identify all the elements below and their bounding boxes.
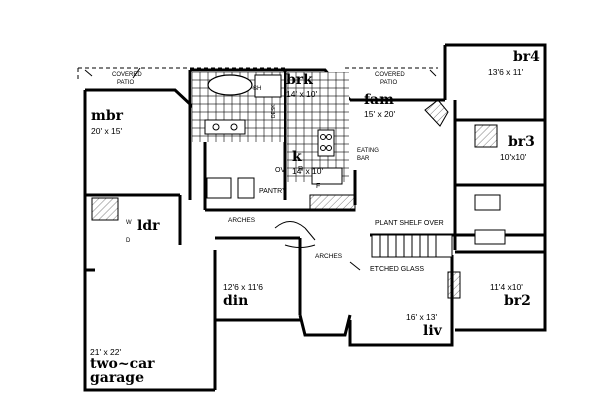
br3-room-name: br3 xyxy=(508,134,535,150)
brk-room-name: brk xyxy=(286,72,313,88)
fridge-label: R xyxy=(298,166,303,173)
liv-room-name: liv xyxy=(423,323,443,339)
garage-name-line1: two~car xyxy=(90,356,155,372)
pantry-counter xyxy=(309,194,356,212)
kitchen-counter xyxy=(311,167,343,185)
text-labels: COVERED PATIO COVERED PATIO SH DESK brk … xyxy=(90,49,540,386)
liv-room-dims: 16' x 13' xyxy=(406,312,438,322)
bath-tub-right xyxy=(474,229,506,245)
br4-room-dims: 13'6 x 11' xyxy=(488,67,524,77)
sink-icon xyxy=(230,123,238,131)
garage-name-line2: garage xyxy=(90,370,144,386)
storage-hatched xyxy=(91,197,119,221)
exterior-walls xyxy=(83,43,547,392)
din-room-dims: 12'6 x 11'6 xyxy=(223,282,263,292)
staircase xyxy=(371,234,453,258)
patio-left-label-1: COVERED xyxy=(112,72,142,78)
desk-label: DESK xyxy=(271,104,277,118)
kitchen-room-dims: 14' x 10' xyxy=(292,166,324,176)
mbr-room-name: mbr xyxy=(91,108,124,124)
washer-label: W xyxy=(126,220,132,226)
dryer-label: D xyxy=(126,238,131,244)
freezer-label: F xyxy=(316,183,320,190)
arches-label-1: ARCHES xyxy=(228,217,256,224)
plant-shelf-label: PLANT SHELF OVER xyxy=(375,220,444,227)
utility-blocks xyxy=(91,124,506,299)
cooktop xyxy=(317,129,335,157)
din-room-name: din xyxy=(223,293,248,309)
ldr-room-name: ldr xyxy=(137,218,160,234)
br2-room-name: br2 xyxy=(504,293,531,309)
patio-right-label-1: COVERED xyxy=(375,72,405,78)
fam-room-dims: 15' x 20' xyxy=(364,109,396,119)
sink-icon xyxy=(212,123,220,131)
fam-room-name: fam xyxy=(364,92,394,108)
etched-glass-label: ETCHED GLASS xyxy=(370,266,424,273)
oven-label: OV xyxy=(275,167,285,174)
br3-room-dims: 10'x10' xyxy=(500,152,527,162)
garage-dims: 21' x 22' xyxy=(90,347,122,357)
shower-label: SH xyxy=(253,86,261,92)
covered-patio-left xyxy=(77,67,288,80)
pantry-label: PANTRY xyxy=(259,188,287,195)
mbr-room-dims: 20' x 15' xyxy=(91,126,123,136)
patio-right-label-2: PATIO xyxy=(380,80,397,86)
master-bath xyxy=(192,72,284,142)
vanity xyxy=(204,119,246,135)
patio-left-label-2: PATIO xyxy=(117,80,134,86)
eating-bar-label-2: BAR xyxy=(357,156,370,162)
covered-patio-right xyxy=(345,67,438,77)
fireplace xyxy=(424,99,449,127)
kitchen-tile-area xyxy=(287,72,356,212)
arches-lines xyxy=(274,221,361,271)
kitchen-room-name: k xyxy=(292,149,302,165)
br2-room-dims: 11'4 x10' xyxy=(490,282,523,292)
shower xyxy=(254,74,282,98)
bathtub xyxy=(207,74,253,96)
br4-room-name: br4 xyxy=(513,49,540,65)
arches-label-2: ARCHES xyxy=(315,253,343,260)
brk-room-dims: 14' x 10' xyxy=(286,89,318,99)
eating-bar-label-1: EATING xyxy=(357,148,379,154)
